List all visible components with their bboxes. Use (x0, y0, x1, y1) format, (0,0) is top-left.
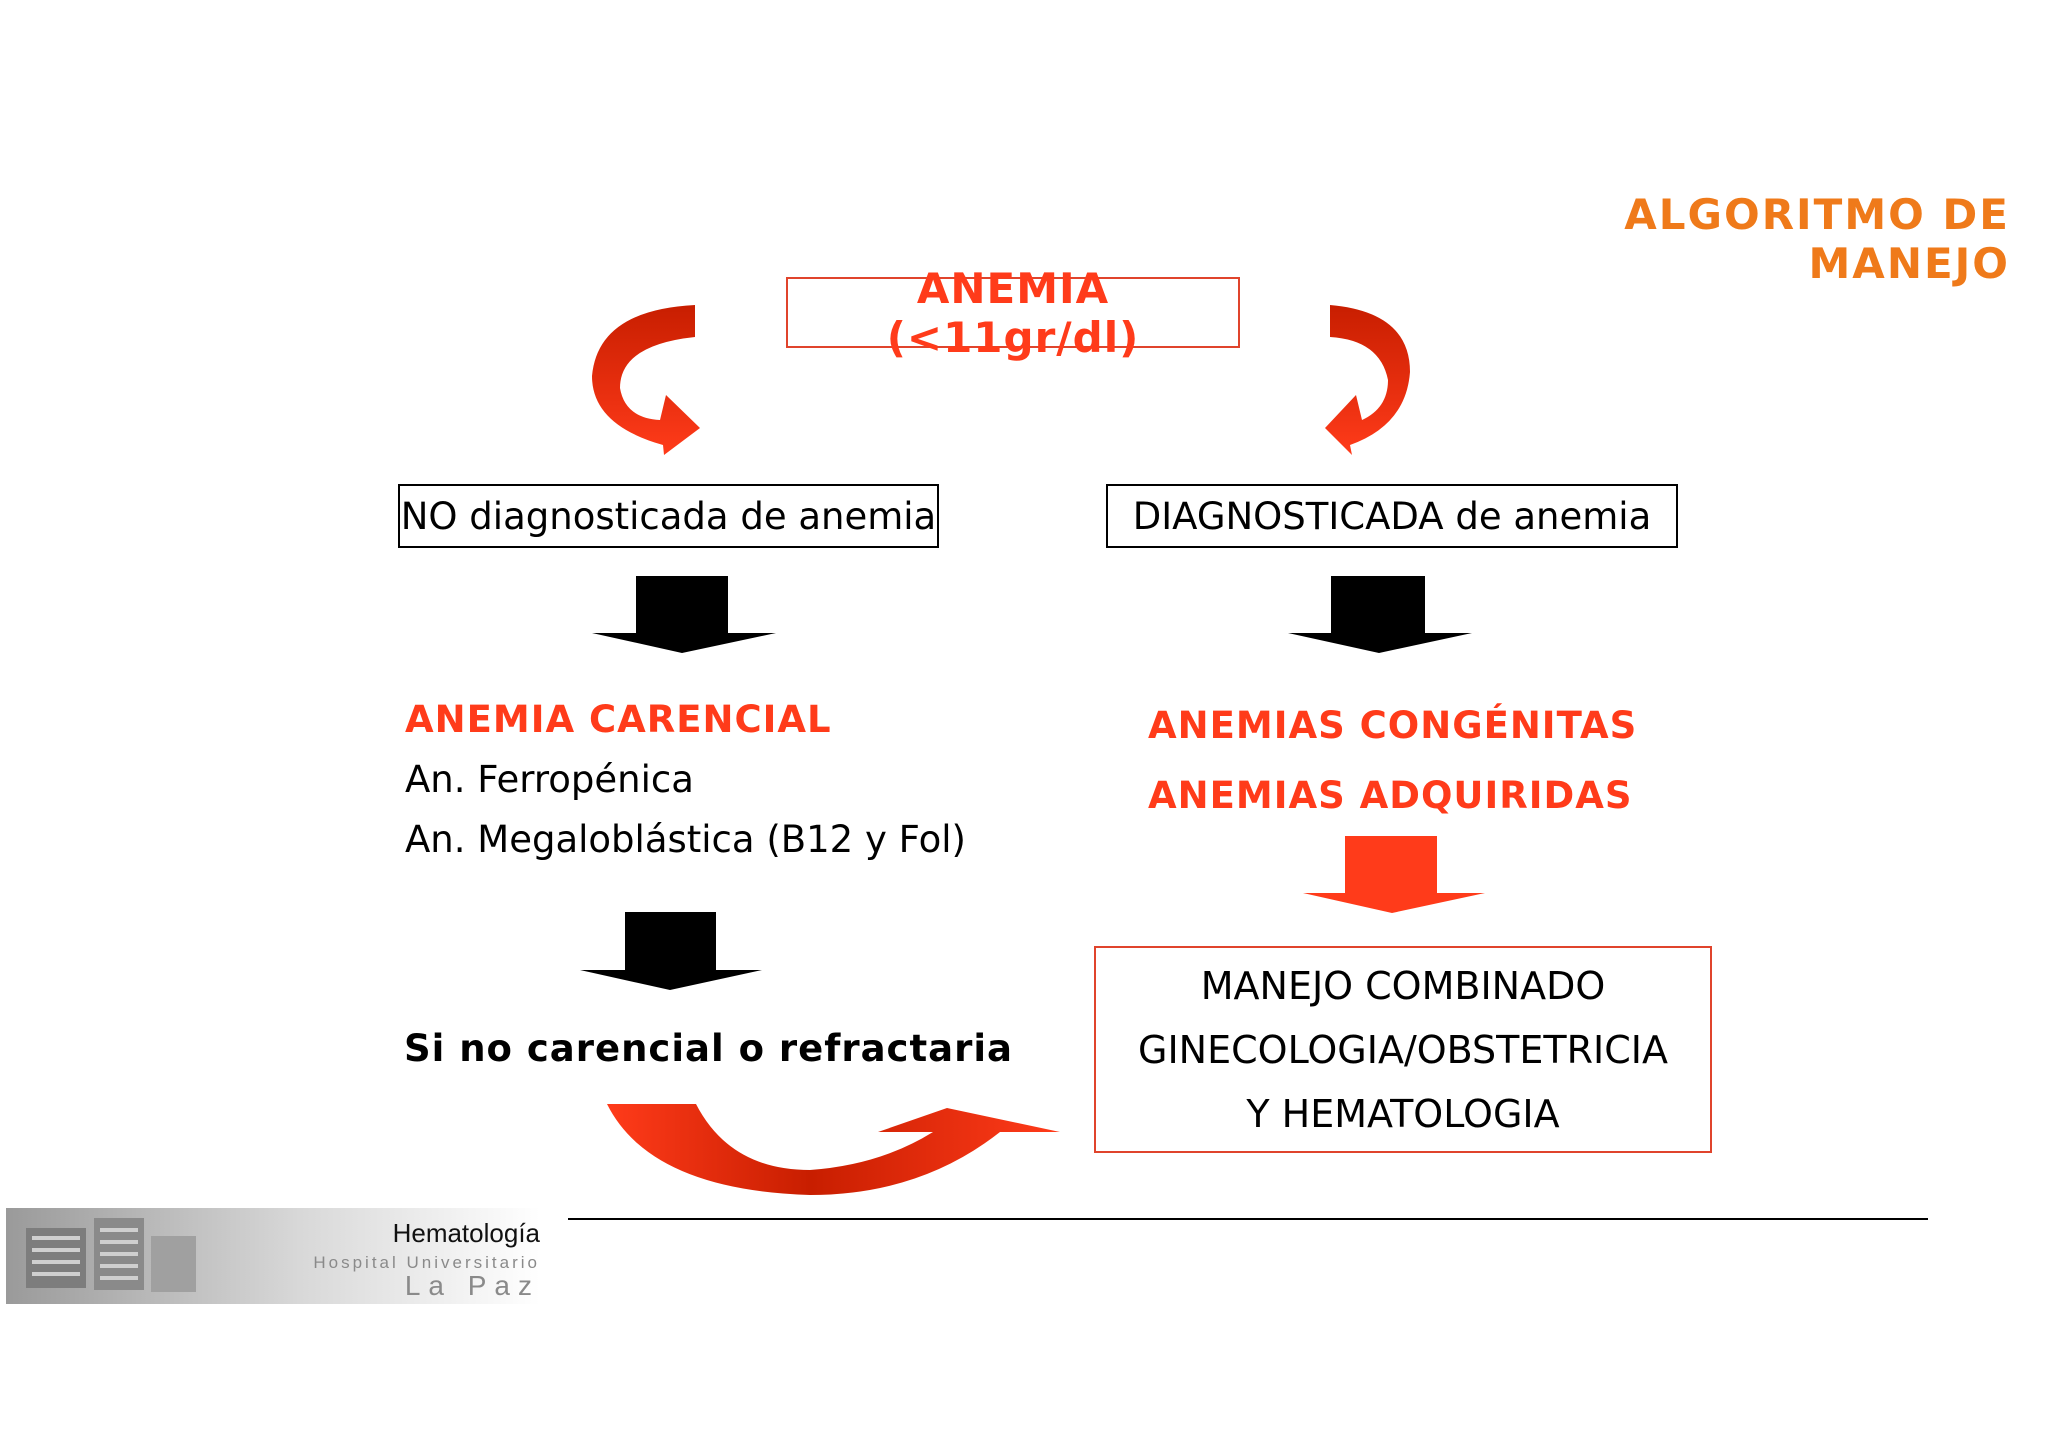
deficiency-anemia-heading: ANEMIA CARENCIAL (405, 698, 832, 741)
not-diagnosed-box: NO diagnosticada de anemia (398, 484, 939, 548)
hospital-name: La Paz (404, 1270, 540, 1301)
hospital-line: Hospital Universitario (313, 1253, 540, 1272)
footer-divider (568, 1218, 1928, 1220)
down-arrow-icon (1288, 576, 1472, 653)
acquired-anemias-heading: ANEMIAS ADQUIRIDAS (1148, 774, 1633, 817)
combined-management-box: MANEJO COMBINADO GINECOLOGIA/OBSTETRICIA… (1094, 946, 1712, 1153)
hospital-logo: Hematología Hospital Universitario La Pa… (6, 1208, 540, 1304)
slide-title: ALGORITMO DE MANEJO (1624, 190, 2010, 288)
iron-deficiency-item: An. Ferropénica (405, 758, 694, 801)
down-arrow-icon (580, 912, 762, 990)
refractory-label: Si no carencial o refractaria (404, 1027, 1014, 1070)
u-turn-arrow-icon (607, 1104, 1060, 1195)
department-name: Hematología (392, 1218, 540, 1248)
down-arrow-icon (592, 576, 776, 653)
anemia-root-box: ANEMIA (<11gr/dl) (786, 264, 1240, 362)
curved-arrow-left-icon (592, 305, 700, 455)
combined-line-1: MANEJO COMBINADO (1200, 963, 1606, 1008)
diagnosed-box: DIAGNOSTICADA de anemia (1106, 484, 1678, 548)
down-arrow-icon (1303, 836, 1485, 913)
hospital-building-icon (6, 1208, 540, 1304)
congenital-anemias-heading: ANEMIAS CONGÉNITAS (1148, 704, 1638, 747)
combined-line-3: Y HEMATOLOGIA (1246, 1091, 1560, 1136)
megaloblastic-item: An. Megaloblástica (B12 y Fol) (405, 818, 966, 861)
curved-arrow-right-icon (1325, 305, 1410, 455)
combined-line-2: GINECOLOGIA/OBSTETRICIA (1138, 1027, 1668, 1072)
